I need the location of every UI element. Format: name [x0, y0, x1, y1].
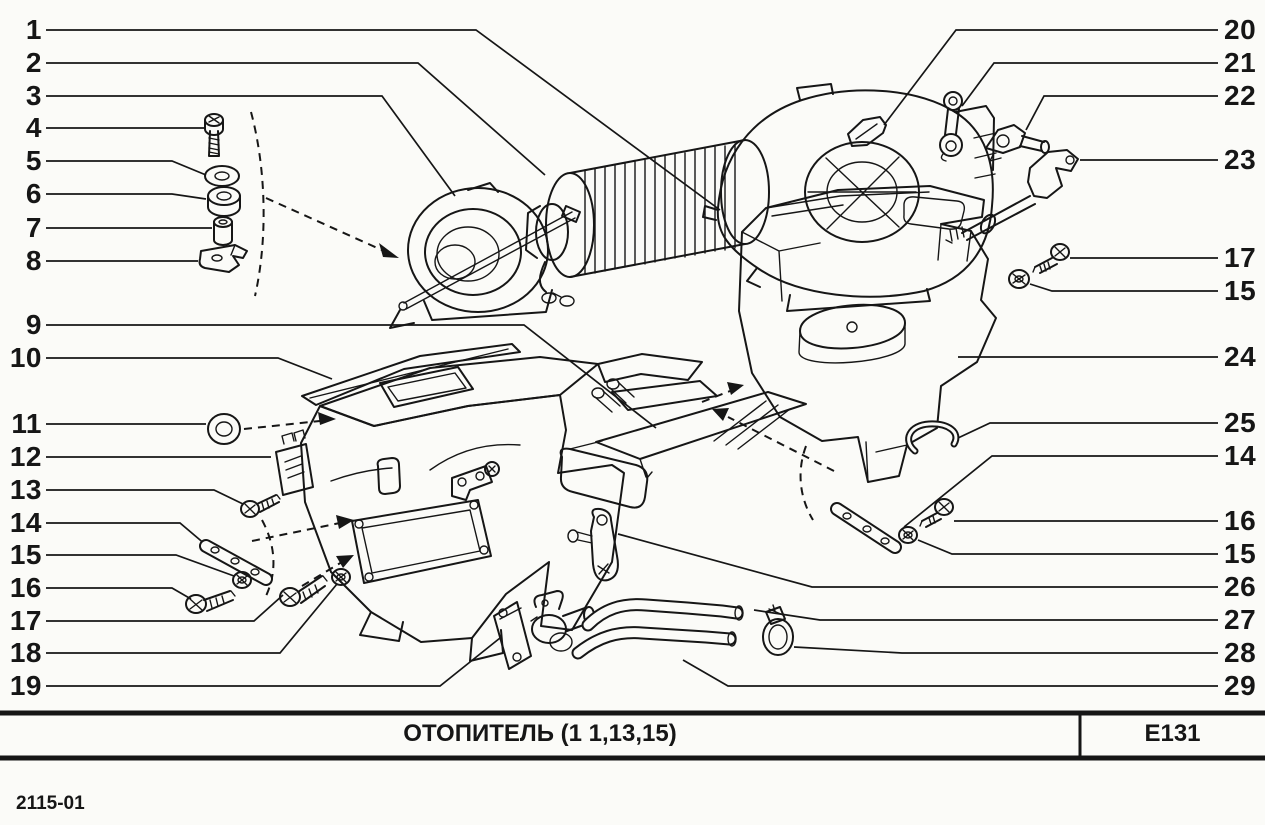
callout-10: 10	[9, 342, 42, 373]
callout-6: 6	[25, 178, 42, 209]
callout-15r2: 15	[1224, 538, 1257, 569]
blower-motor-drawing	[525, 139, 770, 307]
title-block	[0, 710, 1265, 761]
callout-26: 26	[1224, 571, 1257, 602]
callout-22: 22	[1224, 80, 1257, 111]
blower-intake-casing-drawing	[389, 182, 581, 329]
hose-clamp-drawing	[762, 604, 794, 656]
heater-case-left-half-drawing	[300, 343, 718, 662]
heater-hoses-drawing	[571, 598, 744, 660]
callout-14r: 14	[1224, 440, 1257, 471]
callout-8: 8	[25, 245, 42, 276]
catalog-code: 2115-01	[16, 793, 85, 814]
control-lever-parts-drawing	[847, 91, 1079, 244]
sheet-code: Е131	[1144, 720, 1201, 747]
callout-25: 25	[1224, 407, 1257, 438]
callout-15r: 15	[1224, 275, 1257, 306]
callout-28: 28	[1224, 637, 1257, 668]
callout-7: 7	[25, 212, 42, 243]
callout-5: 5	[25, 145, 42, 176]
callout-16r: 16	[1224, 505, 1257, 536]
callout-2: 2	[25, 47, 42, 78]
callout-29: 29	[1224, 670, 1257, 701]
fasteners-right-drawing	[830, 243, 1070, 554]
blower-scroll-casing-drawing	[702, 83, 997, 312]
heater-radiator-drawing	[559, 378, 807, 509]
callout-12: 12	[9, 441, 42, 472]
callout-18: 18	[9, 637, 42, 668]
callout-23: 23	[1224, 144, 1257, 175]
leader-lines	[46, 29, 1218, 687]
callout-1: 1	[25, 14, 42, 45]
fasteners-left-drawing	[185, 413, 351, 614]
callout-13: 13	[9, 474, 42, 505]
callout-14: 14	[9, 507, 42, 538]
callout-24: 24	[1224, 341, 1257, 372]
callout-4: 4	[25, 112, 42, 143]
callout-21: 21	[1224, 47, 1257, 78]
heater-valve-drawing	[493, 590, 595, 670]
figure-caption: ОТОПИТЕЛЬ (1 1,13,15)	[403, 720, 677, 747]
bracket-drawing	[567, 507, 619, 582]
callout-17r: 17	[1224, 242, 1257, 273]
callout-3: 3	[25, 80, 42, 111]
heater-case-right-half-drawing	[738, 185, 997, 483]
callout-16: 16	[9, 572, 42, 603]
callout-15: 15	[9, 539, 42, 570]
assembly-direction-arrows	[243, 111, 835, 597]
callout-11: 11	[11, 408, 42, 439]
callout-19: 19	[9, 670, 42, 701]
callout-9: 9	[25, 309, 42, 340]
callout-20: 20	[1224, 14, 1257, 45]
mounting-bolt-and-cushion-parts-drawing	[198, 113, 248, 273]
callout-17: 17	[9, 605, 42, 636]
callout-27: 27	[1224, 604, 1257, 635]
